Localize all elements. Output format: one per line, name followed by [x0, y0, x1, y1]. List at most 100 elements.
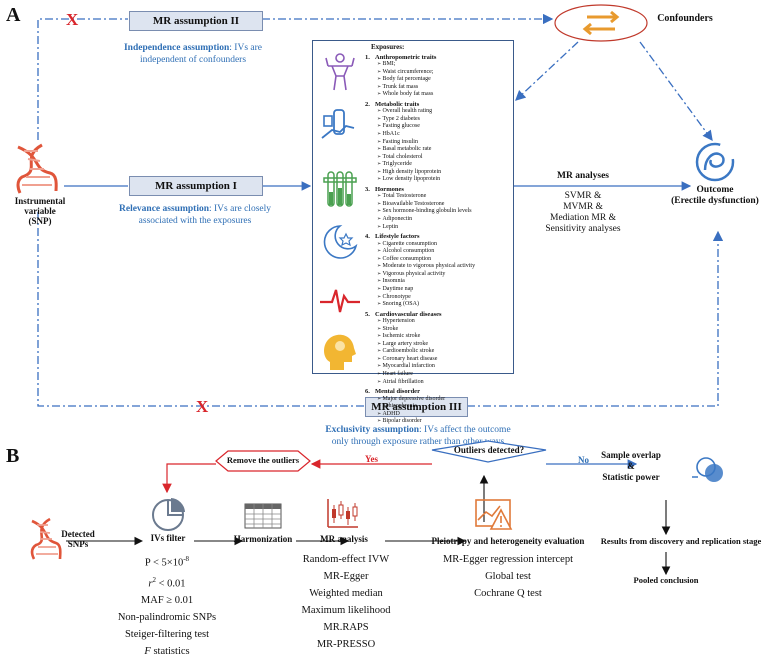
exposure-item: Hypertension — [365, 318, 510, 326]
exposure-item: Triglyceride — [365, 161, 510, 169]
panel-a-letter: A — [6, 4, 21, 26]
f-statistics: F statistics — [144, 646, 190, 657]
independence-note: Independence assumption: IVs are indepen… — [123, 43, 263, 65]
exposure-item: Cigarette consumption — [365, 241, 510, 249]
glucose-meter-icon — [321, 109, 355, 139]
exposure-item: Basal metabolic rate — [365, 146, 510, 154]
confounders-to-outcome — [639, 41, 713, 142]
exposure-item: Coronary heart disease — [365, 356, 510, 364]
exposure-item: Fasting insulin — [365, 139, 510, 147]
remove-outliers-node — [215, 450, 311, 472]
exposure-item: Type 2 diabetes — [365, 116, 510, 124]
exposure-item: Daytime nap — [365, 286, 510, 294]
exposure-item: Overall health rating — [365, 108, 510, 116]
exposure-item: Moderate to vigorous physical activity — [365, 263, 510, 271]
path-to-confounders — [37, 18, 128, 140]
exposure-category: 2.Metabolic traits — [365, 100, 420, 108]
exposure-item: Myocardial infarction — [365, 363, 510, 371]
mr-assumption-i-box: MR assumption I — [129, 176, 263, 196]
exposure-item: Snoring (OSA) — [365, 301, 510, 309]
panel-a-connectors — [37, 13, 724, 407]
exposure-item: Coffee consumption — [365, 256, 510, 264]
sample-overlap-label: Sample overlap & Statistic power — [601, 450, 661, 482]
pooled-conclusion-label: Pooled conclusion — [633, 575, 699, 585]
exposure-item: Sex hormone-binding globulin levels — [365, 208, 510, 216]
exposure-item: Alcohol consumption — [365, 248, 510, 256]
outliers-detected-node — [431, 440, 547, 463]
exposure-item: Large artery stroke — [365, 341, 510, 349]
exposure-category: 1.Anthropometric traits — [365, 53, 437, 61]
panel-b-letter: B — [6, 445, 20, 467]
exposure-item: Bioavailable Testosterone — [365, 201, 510, 209]
exposure-item: Trunk fat mass — [365, 84, 510, 92]
warning-chart-icon — [475, 499, 513, 530]
candlestick-chart-icon — [327, 499, 358, 528]
exposure-item: BMI; — [365, 61, 510, 69]
exposure-category: 3.Hormones — [365, 185, 404, 193]
exposure-item: Cardioembolic stroke — [365, 348, 510, 356]
exposure-item: HbA1c — [365, 131, 510, 139]
exposure-item: High density lipoprotein — [365, 169, 510, 177]
exposure-category: 6.Mental disorder — [365, 388, 420, 396]
outcome-label: Outcome (Erectile dysfunction) — [671, 185, 759, 206]
exposure-item: Total cholesterol — [365, 154, 510, 162]
exposure-item: Waist circumference; — [365, 69, 510, 77]
confounders-label: Confounders — [657, 13, 713, 24]
filter-criteria-list: P < 5×10-8 r2 < 0.01 MAF ≥ 0.01 Non-pali… — [100, 551, 234, 660]
overlap-circles-icon — [692, 457, 723, 482]
exposure-item: Adiponectin — [365, 216, 510, 224]
table-icon — [244, 503, 282, 529]
exposure-item: Fasting glucose — [365, 123, 510, 131]
exposure-item: ADHD — [365, 411, 510, 419]
pleiotropy-label: Pleiotropy and heterogeneity evaluation — [431, 536, 585, 546]
path-assumption-iii — [37, 212, 364, 407]
mr-methods-list: Random-effect IVW MR-Egger Weighted medi… — [301, 554, 391, 650]
exposures-list: Exposures: 1.Anthropometric traitsBMI;Wa… — [365, 43, 510, 426]
outliers-detected-label: Outliers detected? — [453, 445, 525, 455]
p-threshold: P < 5×10-8 — [144, 555, 190, 569]
exposure-category: 4.Lifestyle factors — [365, 233, 420, 241]
exposure-item: Low density lipoprotein — [365, 176, 510, 184]
steiger-filtering: Steiger-filtering test — [124, 629, 210, 640]
outcome-icon — [695, 142, 735, 182]
yes-label: Yes — [365, 454, 378, 464]
instrument-label: Instrumental variable (SNP) — [14, 196, 66, 226]
exposure-item: Body fat percentage — [365, 76, 510, 84]
cross-mark-independence: X — [66, 10, 79, 29]
results-label: Results from discovery and replication s… — [600, 536, 762, 546]
exposure-item: Insomnia — [365, 278, 510, 286]
exposure-item: Major depressive disorder — [365, 396, 510, 404]
exclusivity-note: Exclusivity assumption: IVs affect the o… — [325, 425, 511, 447]
dna-icon — [16, 143, 58, 194]
non-palindromic: Non-palindromic SNPs — [117, 612, 217, 623]
mr-analyses-title: MR analyses — [557, 171, 609, 181]
detected-snps-label: Detected SNPs — [61, 529, 95, 549]
exposure-item: Schizophrenia — [365, 403, 510, 411]
exposure-item: Vigorous physical activity — [365, 271, 510, 279]
exposure-category: 5.Cardiovascular diseases — [365, 310, 442, 318]
test-tubes-icon — [323, 171, 357, 207]
pie-chart-icon — [152, 498, 185, 531]
exposure-item: Ischemic stroke — [365, 333, 510, 341]
exposure-item: Whole body fat mass — [365, 91, 510, 99]
exposure-item: Leptin — [365, 224, 510, 232]
exposure-item: Bipolar disorder — [365, 418, 510, 426]
r2-threshold: r2 < 0.01 — [148, 575, 186, 590]
exposure-item: Stroke — [365, 326, 510, 334]
exposure-item: Heart failure — [365, 371, 510, 379]
mr-analyses-list: SVMR & MVMR & Mediation MR & Sensitivity… — [545, 191, 621, 234]
ivs-filter-label: IVs filter — [150, 533, 186, 543]
mr-assumption-ii-box: MR assumption II — [129, 11, 263, 31]
maf-threshold: MAF ≥ 0.01 — [140, 595, 194, 606]
exposure-item: Atrial fibrillation — [365, 379, 510, 387]
remove-outliers-label: Remove the outliers — [226, 455, 300, 465]
confounders-to-exposures — [515, 41, 579, 101]
harmonization-label: Harmonization — [233, 534, 293, 544]
dna-snp-icon — [30, 517, 62, 560]
head-brain-icon — [324, 334, 356, 370]
panel-b-connectors — [66, 440, 671, 576]
heartbeat-icon — [320, 289, 360, 313]
confounders-node — [554, 4, 648, 42]
relevance-note: Relevance assumption: IVs are closely as… — [119, 204, 271, 226]
cross-mark-exclusivity: X — [196, 397, 209, 416]
